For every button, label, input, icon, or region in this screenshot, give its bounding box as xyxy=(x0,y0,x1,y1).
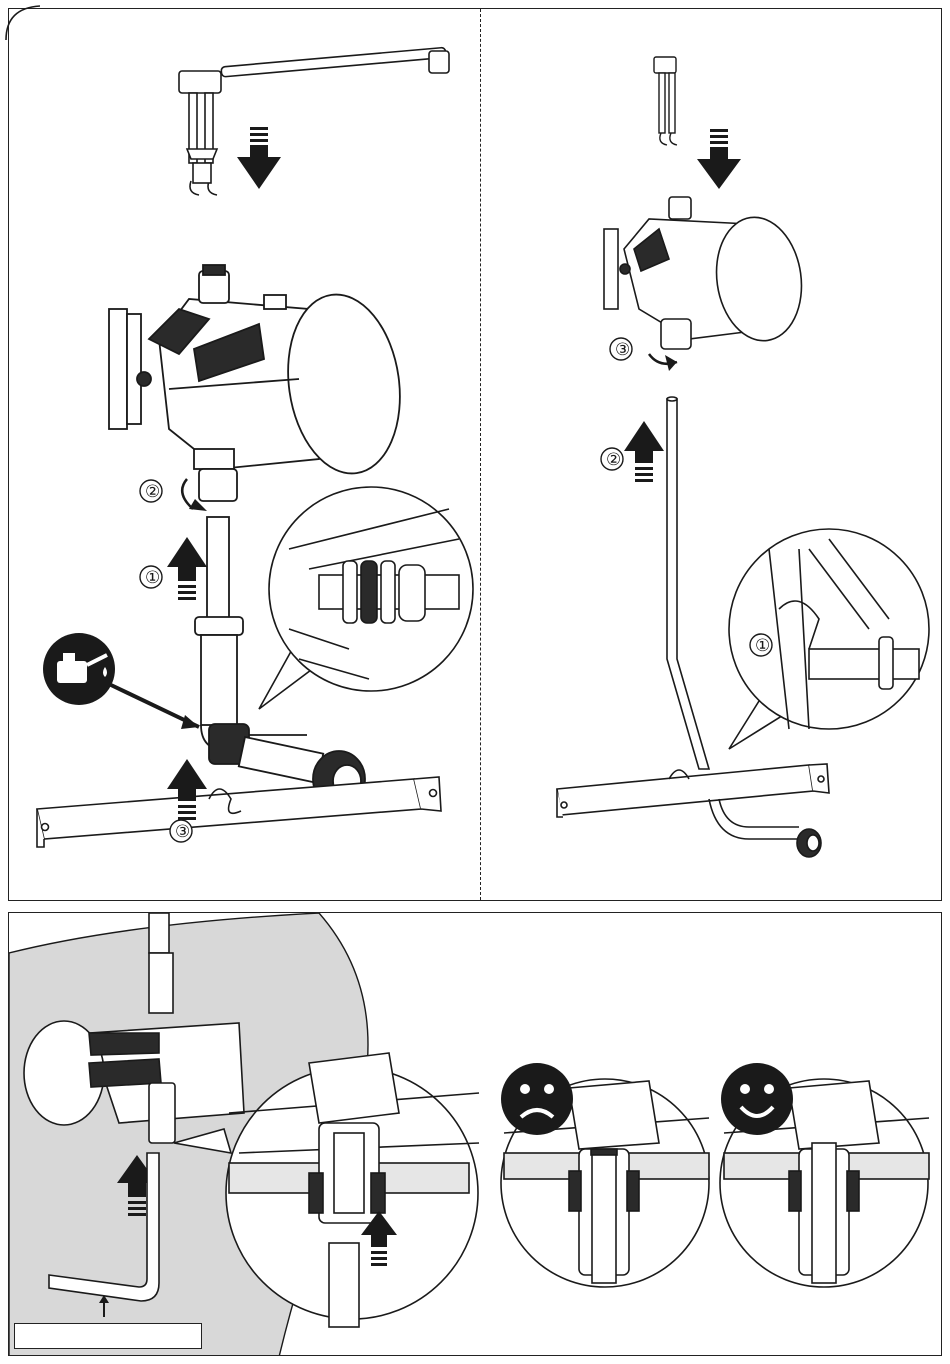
step-2-marker: ② xyxy=(140,479,207,511)
top-illustration: ② ① xyxy=(9,9,943,902)
mounting-rail-left xyxy=(37,777,441,847)
step-1-label-right: ① xyxy=(755,636,770,656)
step-2-marker-right: ② xyxy=(601,421,664,482)
valve-body-right xyxy=(604,197,809,349)
step-1-label: ① xyxy=(145,568,160,588)
small-tie-illustration xyxy=(654,57,677,145)
step-1-marker-right: ① xyxy=(750,634,772,656)
step-3-label: ③ xyxy=(175,822,190,842)
step-2-label-right: ② xyxy=(606,450,621,470)
detail-magnifier-left xyxy=(259,487,473,709)
top-instruction-panel: ② ① xyxy=(8,8,942,901)
valve-body-illustration xyxy=(109,265,411,501)
sad-face-icon xyxy=(501,1063,573,1135)
oil-can-icon xyxy=(43,633,199,729)
down-arrow-icon xyxy=(697,129,741,189)
step-3-label-right: ③ xyxy=(615,340,630,360)
down-arrow-icon xyxy=(237,127,281,189)
happy-face-icon xyxy=(721,1063,793,1135)
up-arrow-icon xyxy=(167,537,207,600)
bottom-illustration xyxy=(9,913,942,1356)
mounting-rail-right xyxy=(557,764,829,857)
step-2-label: ② xyxy=(145,482,160,502)
cable-tie-illustration xyxy=(179,47,449,195)
page-corner-mark xyxy=(0,0,40,40)
long-pipe-right xyxy=(667,397,709,769)
step-1-marker: ① xyxy=(140,537,207,600)
bottom-instruction-panel xyxy=(8,912,942,1356)
caption-box xyxy=(14,1323,202,1349)
up-arrow-icon xyxy=(624,421,664,482)
